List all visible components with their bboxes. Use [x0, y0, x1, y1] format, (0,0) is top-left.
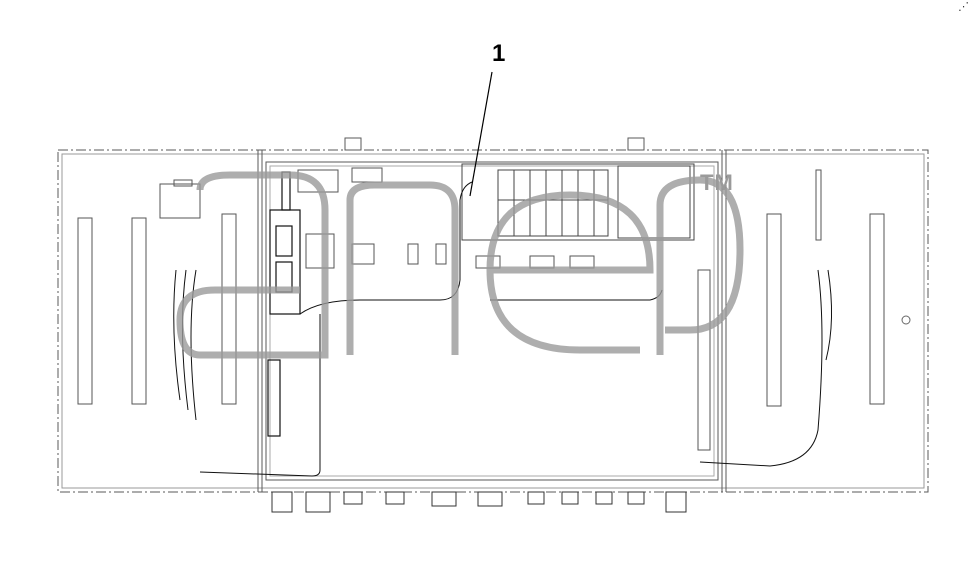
- cabinet-outline: [57, 137, 929, 493]
- cable-glands: [271, 491, 687, 513]
- mounting-plate: [265, 161, 719, 481]
- left-door-rails: [77, 179, 237, 405]
- middle-components: [297, 167, 711, 451]
- callout-leader-line: [469, 71, 493, 197]
- callout-number-label: 1: [492, 40, 506, 67]
- watermark-trademark: TM: [700, 170, 734, 195]
- right-door-rails: [766, 169, 885, 407]
- watermark-graphic: [176, 171, 744, 359]
- mounting-hole: [901, 315, 911, 325]
- corner-mark: ⋰: [958, 0, 969, 13]
- breaker-module: [267, 171, 301, 437]
